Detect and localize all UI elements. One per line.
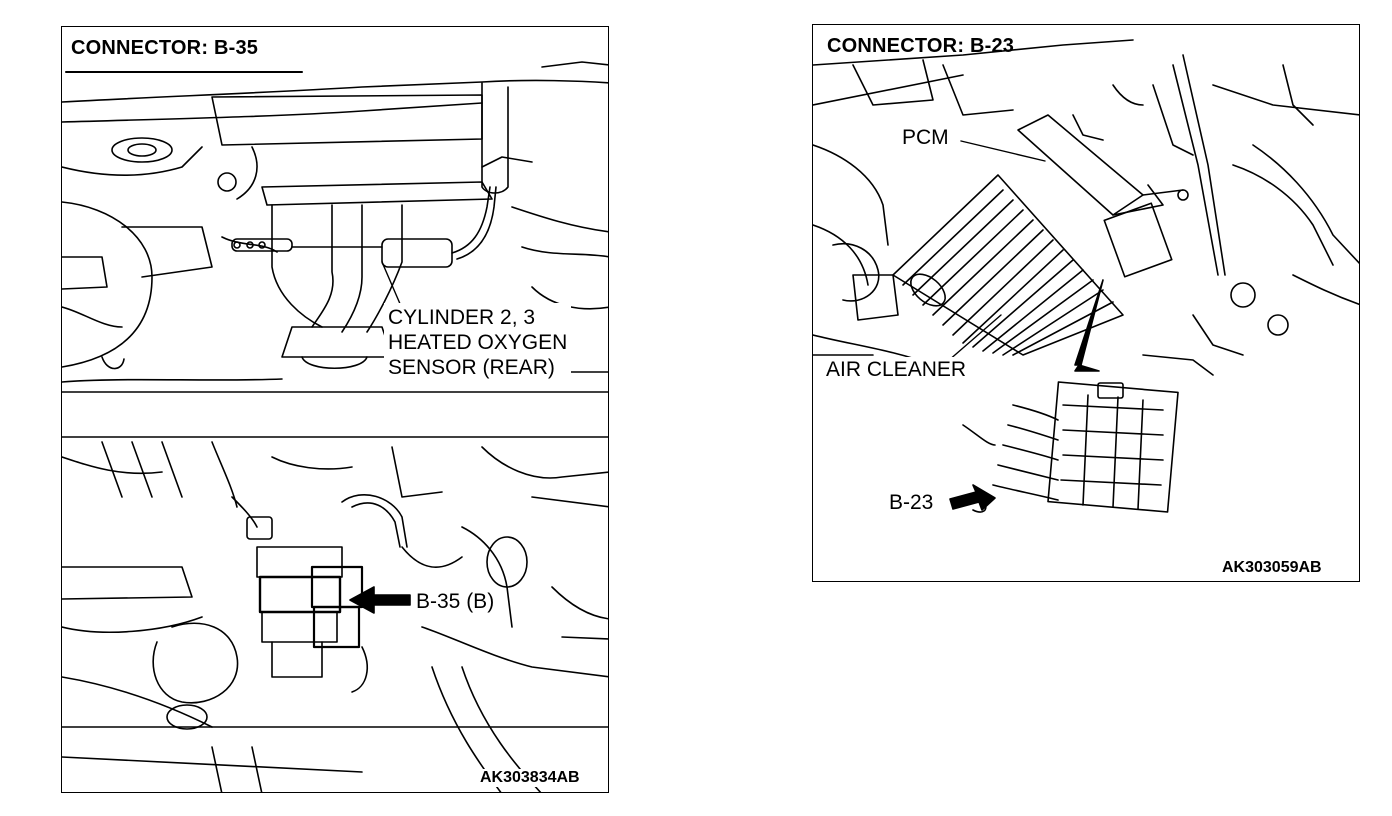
pcm-label: PCM: [899, 125, 952, 150]
panel-title: CONNECTOR: B-35: [71, 37, 259, 59]
sensor-label-line3: SENSOR (REAR): [388, 356, 555, 379]
figure-code: AK303834AB: [476, 769, 584, 787]
b35-engine-illustration: [62, 61, 608, 792]
figure-code: AK303059AB: [1218, 559, 1326, 577]
connector-b35-panel: CONNECTOR: B-35 CYLINDER 2, 3 HEATED OXY…: [61, 26, 609, 793]
b23-pointer-arrow: [949, 484, 996, 511]
sensor-label-line2: HEATED OXYGEN: [388, 331, 568, 354]
engine-bay-view: [813, 39, 1359, 376]
pcm-leader-line: [960, 140, 1046, 162]
detail-callout-wedge: [1074, 279, 1104, 366]
air-cleaner-label: AIR CLEANER: [823, 357, 970, 382]
connector-label: B-35 (B): [412, 589, 499, 614]
connector-b23-panel: CONNECTOR: B-23 PCM AIR CLEANER B-23 AK3…: [812, 24, 1360, 582]
sensor-label-line1: CYLINDER 2, 3: [388, 306, 536, 329]
pcm-detail-view: [949, 279, 1179, 513]
panel-title: CONNECTOR: B-23: [827, 35, 1015, 57]
connector-pointer-arrow: [349, 586, 411, 614]
air-cleaner-leader-line: [947, 314, 1002, 362]
b23-engine-illustration: [813, 39, 1359, 513]
exhaust-manifold-view: [62, 61, 608, 393]
sensor-label: CYLINDER 2, 3 HEATED OXYGEN SENSOR (REAR…: [384, 303, 572, 380]
b23-label: B-23: [886, 490, 937, 515]
connector-b35-view: [62, 436, 608, 792]
